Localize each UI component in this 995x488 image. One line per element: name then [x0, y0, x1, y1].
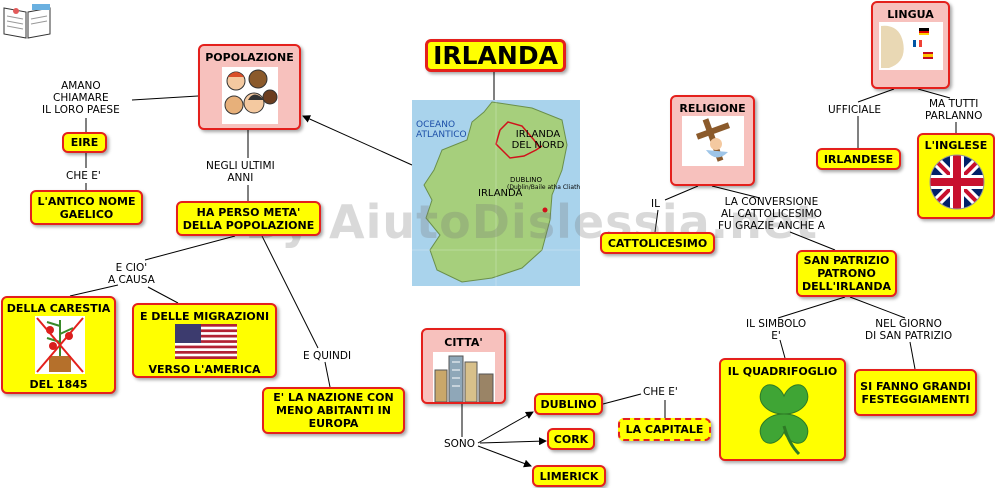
citta-node: CITTA' [421, 328, 506, 404]
people-group-icon [222, 67, 278, 124]
map-ocean-label: OCEANO ATLANTICO [416, 120, 467, 140]
che-e-label: CHE E' [66, 170, 101, 182]
negli-ultimi-label: NEGLI ULTIMI ANNI [206, 160, 275, 184]
citta-label: CITTA' [444, 336, 483, 349]
san-patrizio-node: SAN PATRIZIO PATRONO DELL'IRLANDA [796, 250, 897, 297]
migrazioni-sub-label: VERSO L'AMERICA [148, 363, 261, 376]
dublino-node: DUBLINO [534, 393, 603, 415]
irlandese-node: IRLANDESE [816, 148, 901, 170]
inglese-label: L'INGLESE [924, 139, 988, 152]
watermark: By AiutoDislessia.net [245, 195, 819, 249]
map-dublin-label: DUBLINO [510, 176, 543, 184]
conversione-label: LA CONVERSIONE AL CATTOLICESIMO FU GRAZI… [718, 196, 825, 232]
simbolo-label: IL SIMBOLO E' [746, 318, 807, 342]
lingua-label: LINGUA [887, 8, 934, 21]
sono-label: SONO [444, 438, 476, 450]
il-label: IL [651, 198, 660, 210]
book-logo-icon [2, 2, 54, 40]
inglese-node: L'INGLESE [917, 133, 995, 219]
title-node: IRLANDA [425, 39, 566, 72]
uk-flag-icon [928, 153, 986, 211]
quadrifoglio-label: IL QUADRIFOGLIO [727, 365, 838, 378]
map-ireland-label: IRLANDA [478, 188, 523, 199]
migrazioni-label: E DELLE MIGRAZIONI [139, 310, 270, 323]
carestia-label: DELLA CARESTIA [6, 302, 111, 315]
festeggiamenti-node: SI FANNO GRANDI FESTEGGIAMENTI [854, 369, 977, 416]
city-buildings-icon [433, 352, 495, 403]
popolazione-label: POPOLAZIONE [205, 51, 294, 64]
e-quindi-label: E QUINDI [303, 350, 352, 362]
limerick-node: LIMERICK [532, 465, 606, 487]
perso-meta-node: HA PERSO META' DELLA POPOLAZIONE [176, 201, 321, 236]
migrazioni-node: E DELLE MIGRAZIONI VERSO L'AMERICA [132, 303, 277, 378]
usa-flag-icon [175, 324, 237, 359]
language-flags-icon [879, 22, 943, 70]
religione-node: RELIGIONE [670, 95, 755, 186]
giorno-label: NEL GIORNO DI SAN PATRIZIO [865, 318, 953, 342]
ireland-land [412, 100, 580, 286]
capitale-node: LA CAPITALE [618, 418, 711, 441]
ufficiale-label: UFFICIALE [828, 104, 881, 116]
meno-abitanti-node: E' LA NAZIONE CON MENO ABITANTI IN EUROP… [262, 387, 405, 434]
carestia-year-label: DEL 1845 [29, 378, 88, 391]
religione-label: RELIGIONE [679, 102, 746, 115]
saint-cross-icon [682, 116, 744, 166]
ma-tutti-label: MA TUTTI PARLANNO [925, 98, 983, 122]
eire-node: EIRE [62, 132, 107, 153]
che-e2-label: CHE E' [643, 386, 678, 398]
tomato-plant-icon [35, 316, 85, 374]
map-dublin-sub-label: (Dublin/Baile atha Cliath) [507, 184, 580, 191]
cork-node: CORK [547, 428, 595, 450]
quadrifoglio-node: IL QUADRIFOGLIO [719, 358, 846, 461]
cattolicesimo-node: CATTOLICESIMO [600, 232, 715, 254]
popolazione-node: POPOLAZIONE [198, 44, 301, 130]
map-north-label: IRLANDA DEL NORD [511, 129, 565, 151]
amano-label: AMANO CHIAMARE IL LORO PAESE [42, 80, 120, 116]
ireland-map: OCEANO ATLANTICO IRLANDA DEL NORD IRLAND… [412, 100, 580, 286]
carestia-node: DELLA CARESTIA DEL 1845 [1, 296, 116, 394]
e-cio-label: E CIO' A CAUSA [108, 262, 155, 286]
four-leaf-clover-icon [749, 376, 819, 456]
antico-nome-node: L'ANTICO NOME GAELICO [30, 190, 143, 225]
lingua-node: LINGUA [871, 1, 950, 89]
